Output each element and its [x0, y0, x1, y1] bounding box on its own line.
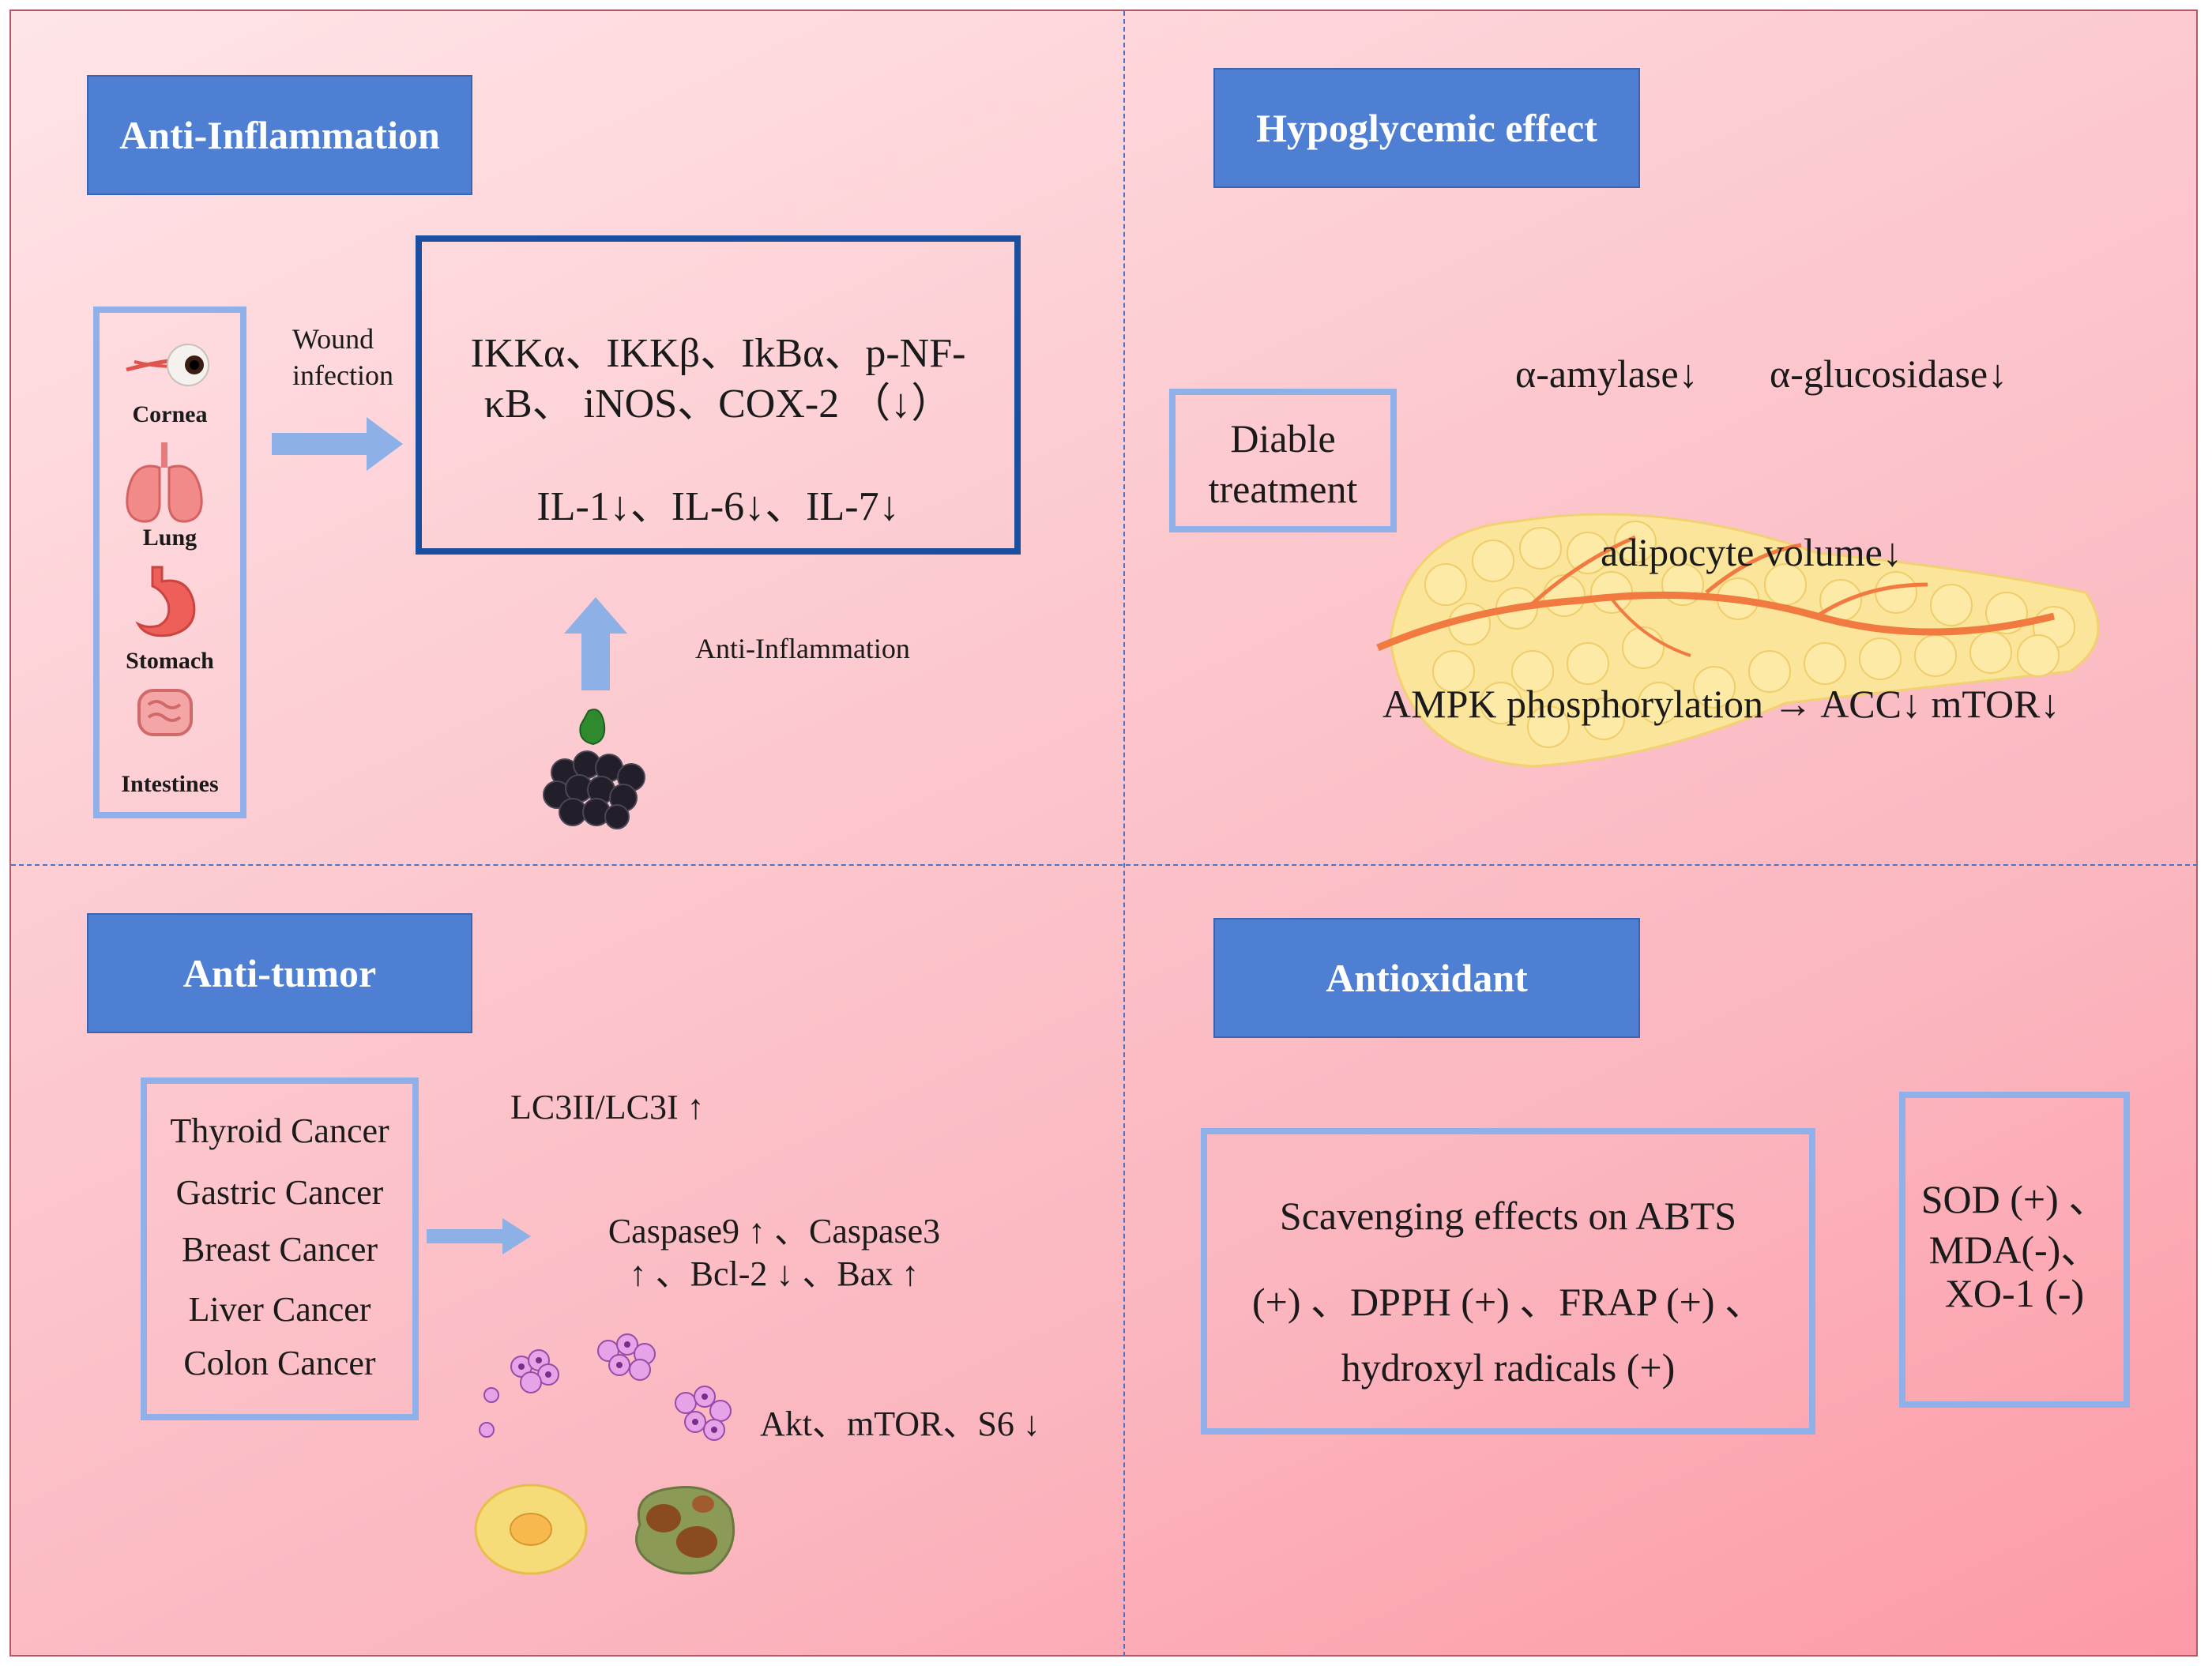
adipocyte-volume-label: adipocyte volume↓	[1601, 530, 1902, 574]
antioxidant-header: Antioxidant	[1213, 918, 1640, 1038]
cancer-item: Thyroid Cancer	[170, 1111, 389, 1150]
akt-label: Akt、mTOR、S6 ↓	[760, 1405, 1040, 1443]
wound-label: Wound	[292, 323, 374, 355]
scavenging-line-3: hydroxyl radicals (+)	[1341, 1345, 1676, 1390]
anti-inflammation-header: Anti-Inflammation	[87, 75, 472, 195]
cancer-list-box	[141, 1077, 419, 1420]
caspase-line-1: Caspase9 ↑ 、Caspase3	[608, 1212, 941, 1250]
intestines-icon	[137, 689, 193, 736]
hypoglycemic-header: Hypoglycemic effect	[1213, 68, 1640, 188]
organ-label-cornea: Cornea	[132, 401, 208, 427]
up-arrow-icon	[564, 597, 627, 690]
organ-list-box	[93, 306, 246, 818]
scavenging-line-2: (+) 、DPPH (+) 、FRAP (+) 、	[1251, 1280, 1765, 1324]
glucosidase-label: α-glucosidase↓	[1770, 352, 2008, 396]
xo1-label: XO-1 (-)	[1944, 1271, 2085, 1315]
enzyme-box	[1899, 1092, 2130, 1408]
markers-line-2: κB、 iNOS、COX-2 （↓）	[483, 382, 953, 427]
horizontal-divider	[11, 864, 2198, 866]
blackberry-icon	[543, 709, 645, 829]
diable-line-2: treatment	[1208, 467, 1358, 511]
anti-tumor-header: Anti-tumor	[87, 913, 472, 1033]
cancer-item: Colon Cancer	[183, 1344, 376, 1382]
anti-inflammation-source-label: Anti-Inflammation	[695, 633, 910, 664]
lung-icon	[126, 442, 203, 523]
amylase-label: α-amylase↓	[1515, 352, 1698, 396]
right-arrow-icon	[427, 1218, 531, 1254]
inflammation-markers-box	[416, 235, 1021, 555]
healthy-cell-icon	[474, 1484, 588, 1575]
cancer-item: Breast Cancer	[182, 1230, 378, 1269]
scavenging-line-1: Scavenging effects on ABTS	[1279, 1194, 1737, 1238]
organ-label-stomach: Stomach	[126, 648, 214, 674]
infection-label: infection	[292, 359, 393, 391]
cancer-item: Gastric Cancer	[175, 1173, 384, 1212]
tumor-cells-icon	[479, 1333, 732, 1441]
mda-label: MDA(-)、	[1928, 1228, 2101, 1272]
sod-label: SOD (+) 、	[1920, 1177, 2109, 1221]
markers-line-1: IKKα、IKKβ、IkBα、p-NF-	[470, 331, 966, 376]
eye-icon	[126, 344, 209, 386]
diable-treatment-box	[1169, 389, 1397, 532]
stomach-icon	[135, 566, 196, 637]
right-arrow-icon	[272, 417, 403, 471]
ampk-label: AMPK phosphorylation → ACC↓ mTOR↓	[1382, 682, 2060, 726]
apoptotic-cell-icon	[635, 1485, 735, 1575]
scavenging-box	[1201, 1128, 1815, 1435]
diagram-background	[9, 9, 2198, 1657]
vertical-divider	[1123, 11, 1125, 1657]
cancer-item: Liver Cancer	[188, 1290, 371, 1329]
organ-label-lung: Lung	[142, 525, 198, 551]
markers-line-3: IL-1↓、IL-6↓、IL-7↓	[536, 484, 900, 529]
fat-tissue-illustration	[1376, 513, 2100, 768]
diable-line-1: Diable	[1230, 416, 1336, 461]
organ-label-intestines: Intestines	[121, 771, 219, 797]
lc3-label: LC3II/LC3I ↑	[510, 1088, 705, 1126]
caspase-line-2: ↑ 、Bcl-2 ↓ 、Bax ↑	[629, 1254, 920, 1293]
